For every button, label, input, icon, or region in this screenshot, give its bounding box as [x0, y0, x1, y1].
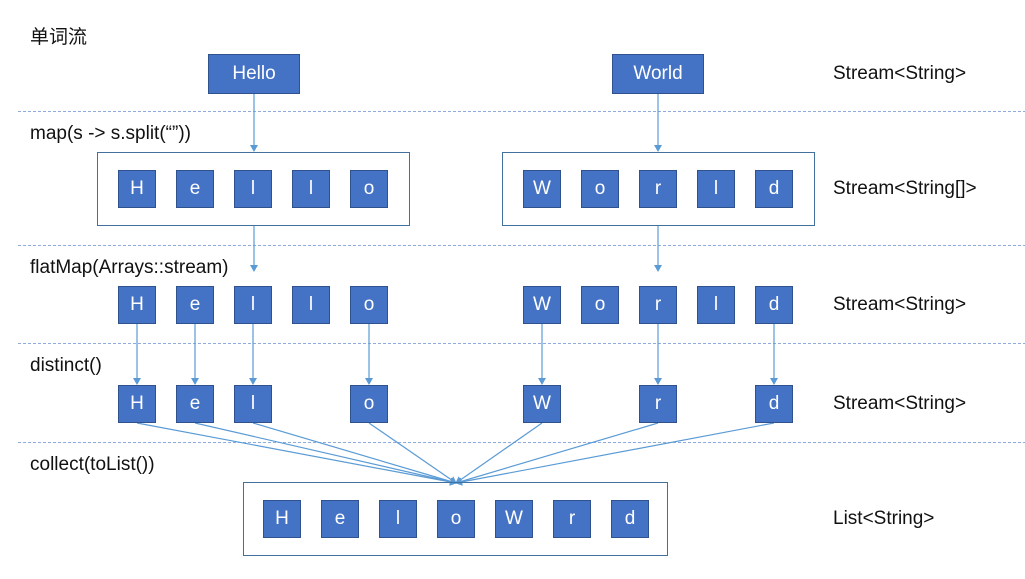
separator-2: [18, 245, 1025, 246]
connector-arrow: [455, 422, 543, 484]
flat-cell-hello-3: l: [292, 286, 330, 324]
type-label-stage-1: Stream<String>: [833, 63, 967, 84]
connector-arrow: [455, 422, 659, 486]
type-label-stage-3: Stream<String>: [833, 294, 967, 315]
connector-arrow: [136, 422, 457, 486]
flat-cell-hello-2: l: [234, 286, 272, 324]
map-cell-hello-1: e: [176, 170, 214, 208]
map-cell-world-1: o: [581, 170, 619, 208]
map-cell-hello-3: l: [292, 170, 330, 208]
result-cell-6: d: [611, 500, 649, 538]
connector-arrow: [252, 422, 457, 486]
array-frame-world: [502, 152, 815, 226]
flat-cell-world-4: d: [755, 286, 793, 324]
distinct-cell-6: d: [755, 385, 793, 423]
separator-1: [18, 111, 1025, 112]
map-cell-world-0: W: [523, 170, 561, 208]
word-box-world: World: [612, 54, 704, 94]
separator-4: [18, 442, 1025, 443]
result-cell-3: o: [437, 500, 475, 538]
map-cell-hello-4: o: [350, 170, 388, 208]
distinct-cell-2: l: [234, 385, 272, 423]
distinct-cell-4: W: [523, 385, 561, 423]
result-cell-1: e: [321, 500, 359, 538]
flat-cell-hello-4: o: [350, 286, 388, 324]
flat-cell-hello-1: e: [176, 286, 214, 324]
flat-cell-hello-0: H: [118, 286, 156, 324]
result-cell-0: H: [263, 500, 301, 538]
distinct-cell-1: e: [176, 385, 214, 423]
result-cell-2: l: [379, 500, 417, 538]
diagram-title: 单词流: [30, 27, 88, 48]
operation-label-map: map(s -> s.split(“”)): [30, 123, 191, 144]
map-cell-world-4: d: [755, 170, 793, 208]
distinct-cell-0: H: [118, 385, 156, 423]
result-cell-4: W: [495, 500, 533, 538]
flat-cell-world-2: r: [639, 286, 677, 324]
distinct-cell-3: o: [350, 385, 388, 423]
operation-label-flatmap: flatMap(Arrays::stream): [30, 257, 229, 278]
map-cell-world-2: r: [639, 170, 677, 208]
array-frame-hello: [97, 152, 410, 226]
type-label-stage-5: List<String>: [833, 508, 935, 529]
map-cell-hello-2: l: [234, 170, 272, 208]
map-cell-hello-0: H: [118, 170, 156, 208]
operation-label-collect: collect(toList()): [30, 454, 155, 475]
word-box-hello: Hello: [208, 54, 300, 94]
connector-arrow: [455, 422, 775, 486]
result-cell-5: r: [553, 500, 591, 538]
connector-arrow: [194, 422, 457, 486]
type-label-stage-4: Stream<String>: [833, 393, 967, 414]
result-list-frame: [243, 482, 668, 556]
type-label-stage-2: Stream<String[]>: [833, 178, 977, 199]
flat-cell-world-0: W: [523, 286, 561, 324]
distinct-cell-5: r: [639, 385, 677, 423]
flat-cell-world-1: o: [581, 286, 619, 324]
operation-label-distinct: distinct(): [30, 355, 102, 376]
connector-arrow: [368, 422, 457, 484]
map-cell-world-3: l: [697, 170, 735, 208]
separator-3: [18, 343, 1025, 344]
flat-cell-world-3: l: [697, 286, 735, 324]
